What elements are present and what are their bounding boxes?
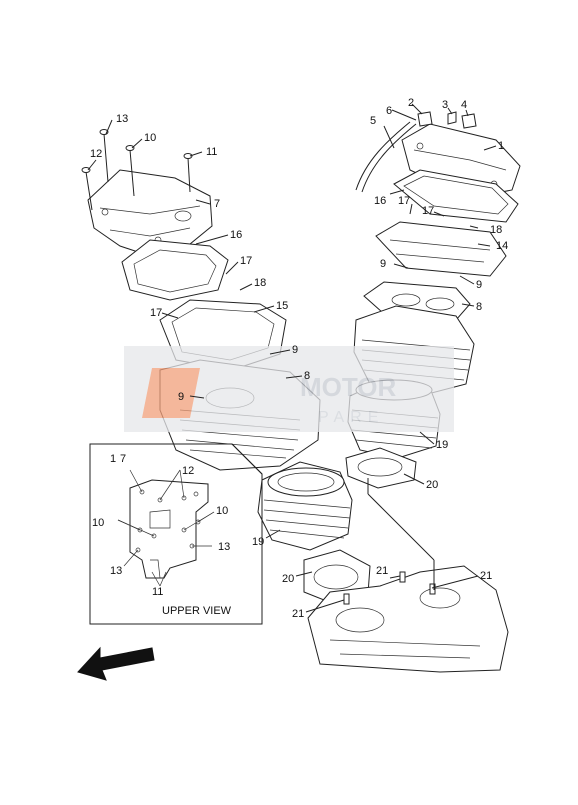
callout-9-left-upper: 9: [292, 344, 298, 356]
right-small-fittings: [417, 111, 477, 129]
crankcase: [307, 565, 509, 673]
callout-17-right-upper: 17: [398, 195, 410, 207]
callout-8-left: 8: [304, 370, 310, 382]
callout-6: 6: [386, 105, 392, 117]
callout-16-left: 16: [230, 229, 242, 241]
left-head-cover: [87, 169, 213, 257]
callout-21-left: 21: [292, 608, 304, 620]
callout-numbers: 13 10 12 11 7 16 17 18 15 17 9 8 9 19 20…: [90, 97, 508, 620]
inset-callout-7: 7: [120, 453, 126, 465]
left-cylinder: [257, 461, 353, 551]
inset-callout-10-right: 10: [216, 505, 228, 517]
callout-14: 14: [496, 240, 508, 252]
front-direction-arrow-icon: [77, 646, 155, 681]
inset-callout-12: 12: [182, 465, 194, 477]
callout-12: 12: [90, 148, 102, 160]
breather-hose: [355, 121, 417, 193]
callout-17-left-lower: 17: [150, 307, 162, 319]
callout-9-right-upper: 9: [380, 258, 386, 270]
watermark-brand-sub: PARE: [318, 409, 384, 426]
inset-upper-view: 1 7 12 10 10 13 13 11 UPPER VIEW: [89, 443, 263, 625]
callout-20-right: 20: [426, 479, 438, 491]
callout-20-left: 20: [282, 573, 294, 585]
inset-callout-11: 11: [152, 586, 163, 598]
callout-8-right: 8: [476, 301, 482, 313]
callout-19-right: 19: [436, 439, 448, 451]
left-gasket-16: [121, 239, 229, 301]
callout-9-right-lower: 9: [476, 279, 482, 291]
callout-21-right: 21: [480, 570, 492, 582]
watermark-brand-main: MOTOR: [300, 372, 397, 402]
inset-caption: UPPER VIEW: [162, 605, 232, 617]
callout-18-right: 18: [490, 224, 502, 236]
callout-17-left-upper: 17: [240, 255, 252, 267]
callout-17-right-lower: 17: [422, 205, 434, 217]
watermark: MOTOR PARE: [124, 346, 454, 432]
callout-15: 15: [276, 300, 288, 312]
leader-lines: [87, 103, 497, 613]
callout-11: 11: [206, 146, 217, 158]
callout-21-mid: 21: [376, 565, 388, 577]
inset-callout-13-right: 13: [218, 541, 230, 553]
callout-5: 5: [370, 115, 376, 127]
callout-9-left-lower: 9: [178, 391, 184, 403]
dowel-pins-21: [343, 571, 436, 605]
callout-10: 10: [144, 132, 156, 144]
callout-7: 7: [214, 198, 220, 210]
callout-16-right: 16: [374, 195, 386, 207]
inset-callout-10-left: 10: [92, 517, 104, 529]
callout-1: 1: [498, 140, 504, 152]
callout-18-left: 18: [254, 277, 266, 289]
callout-3: 3: [442, 99, 448, 111]
callout-2: 2: [408, 97, 414, 109]
right-rocker-cover-14: [375, 221, 507, 277]
inset-callout-1: 1: [110, 453, 116, 465]
right-gasket-16: [393, 169, 519, 223]
callout-13: 13: [116, 113, 128, 125]
inset-callout-13-left: 13: [110, 565, 122, 577]
callout-4: 4: [461, 99, 467, 111]
right-base-gasket: [345, 447, 417, 489]
callout-19-left: 19: [252, 536, 264, 548]
